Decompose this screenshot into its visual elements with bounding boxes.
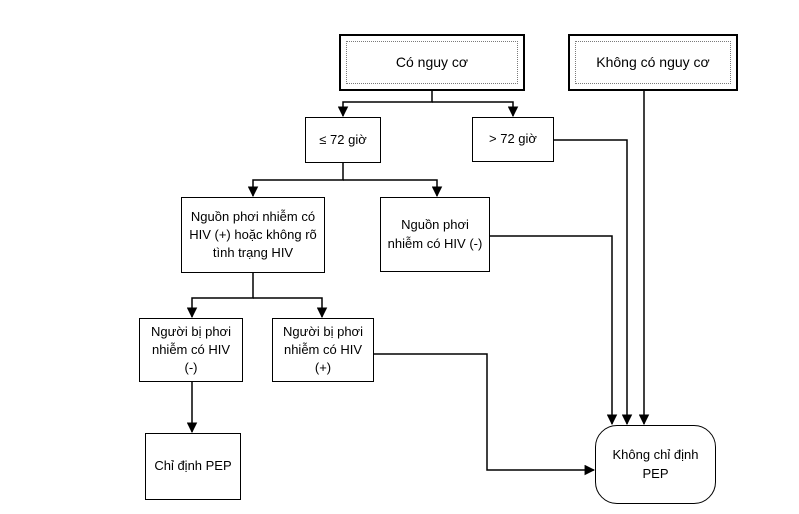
node-source-neg-label: Nguồn phơi nhiễm có HIV (-) xyxy=(387,217,483,251)
node-exposed-neg-label: Người bị phơi nhiễm có HIV (-) xyxy=(151,323,231,376)
node-no-pep: Không chỉ định PEP xyxy=(595,425,716,504)
node-no-risk: Không có nguy cơ xyxy=(568,34,738,91)
node-over-72h: > 72 giờ xyxy=(472,117,554,162)
edge-over-72h-to-no-pep xyxy=(554,139,633,426)
node-pep: Chỉ định PEP xyxy=(145,433,241,500)
node-risk-label: Có nguy cơ xyxy=(346,41,518,84)
edge-within-72h-to-source-neg xyxy=(343,179,443,198)
node-source-neg: Nguồn phơi nhiễm có HIV (-) xyxy=(380,197,490,272)
edge-risk-to-over-72h xyxy=(432,101,519,118)
node-within-72h: ≤ 72 giờ xyxy=(305,117,381,163)
edge-within-72h-to-source-pos xyxy=(247,163,344,198)
node-exposed-neg: Người bị phơi nhiễm có HIV (-) xyxy=(139,318,243,382)
edge-source-neg-to-no-pep xyxy=(490,235,618,426)
node-source-pos-unknown-label: Nguồn phơi nhiễm có HIV (+) hoặc không r… xyxy=(189,208,317,261)
node-risk: Có nguy cơ xyxy=(339,34,525,91)
node-pep-label: Chỉ định PEP xyxy=(154,458,232,474)
edge-exposed-pos-to-no-pep xyxy=(373,353,596,476)
node-over-72h-label: > 72 giờ xyxy=(489,131,537,147)
node-source-pos-unknown: Nguồn phơi nhiễm có HIV (+) hoặc không r… xyxy=(181,197,325,273)
edge-risk-to-within-72h xyxy=(337,90,433,118)
edge-source-pos-to-exposed-neg xyxy=(186,272,254,319)
node-exposed-pos: Người bị phơi nhiễm có HIV (+) xyxy=(272,318,374,382)
node-within-72h-label: ≤ 72 giờ xyxy=(319,131,367,147)
edge-source-pos-to-exposed-pos xyxy=(253,297,328,319)
node-exposed-pos-label: Người bị phơi nhiễm có HIV (+) xyxy=(283,323,363,376)
node-no-pep-label: Không chỉ định PEP xyxy=(612,447,699,481)
node-no-risk-label: Không có nguy cơ xyxy=(575,41,731,84)
